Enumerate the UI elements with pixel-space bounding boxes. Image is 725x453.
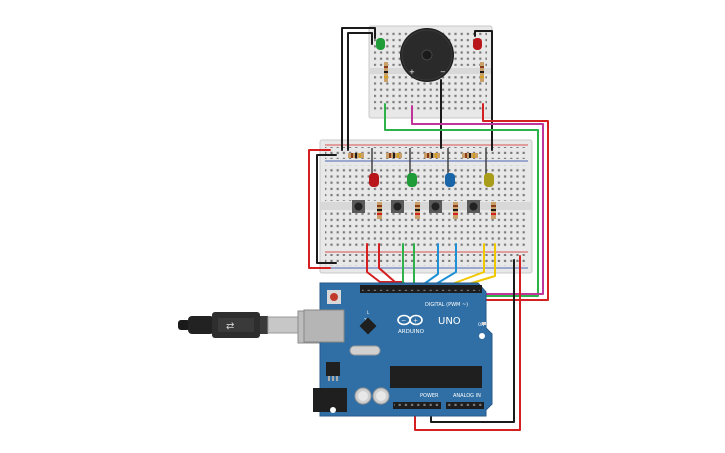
top-resistors — [348, 153, 478, 158]
svg-text:+: + — [413, 318, 418, 325]
black-wire-left-inner — [347, 32, 373, 151]
digital-header-label: DIGITAL (PWM ~) — [425, 302, 468, 308]
small-red-led — [473, 38, 482, 50]
usb-symbol-icon: ⇄ — [226, 321, 234, 332]
svg-text:−: − — [401, 318, 406, 325]
resistor-btn-4 — [491, 202, 496, 219]
usb-chip — [359, 317, 377, 335]
leds-main — [369, 173, 494, 187]
on-label: ON — [478, 322, 484, 327]
red-rail-jumper — [308, 149, 331, 269]
buzzer-plus-label: + — [409, 68, 415, 76]
led-leads — [371, 148, 487, 178]
buzzer-minus-label: − — [440, 68, 446, 76]
arduino-logo: − + — [397, 314, 423, 326]
small-green-led — [376, 38, 385, 50]
voltage-regulator — [326, 362, 340, 376]
resistor-top-2 — [386, 153, 402, 158]
microcontroller-chip — [390, 366, 482, 388]
l-label: L — [367, 310, 370, 315]
uno-label: UNO — [438, 316, 461, 327]
green-wire-small — [384, 103, 539, 297]
push-button-4 — [467, 200, 480, 213]
resistor-top-4 — [462, 153, 478, 158]
dc-jack — [313, 388, 347, 412]
led-red — [369, 173, 379, 187]
magenta-wire — [411, 105, 544, 295]
resistor-btn-2 — [415, 202, 420, 219]
push-button-2 — [391, 200, 404, 213]
black-wire-right — [474, 30, 493, 151]
led-blue — [445, 173, 455, 187]
black-rail-jumper — [316, 154, 337, 264]
crystal — [349, 345, 381, 356]
push-buttons — [352, 200, 480, 213]
analog-header-label: ANALOG IN — [453, 393, 481, 399]
red-power-wire — [414, 255, 521, 431]
led-yellow — [484, 173, 494, 187]
resistor-top-3 — [424, 153, 440, 158]
small-resistor-left — [384, 62, 388, 82]
small-resistor-right — [480, 62, 484, 82]
power-header-label: POWER — [420, 393, 439, 399]
arduino-uno: DIGITAL (PWM ~) − + UNO ARDUINO TX RX L … — [303, 282, 493, 417]
black-wire-left-outer — [341, 27, 376, 151]
resistor-btn-3 — [453, 202, 458, 219]
arduino-label: ARDUINO — [398, 329, 425, 335]
push-button-1 — [352, 200, 365, 213]
push-button-3 — [429, 200, 442, 213]
buzzer: + − — [400, 28, 454, 82]
resistor-top-1 — [348, 153, 364, 158]
led-green — [407, 173, 417, 187]
resistor-btn-1 — [377, 202, 382, 219]
button-resistors — [377, 202, 496, 219]
main-breadboard — [319, 139, 533, 274]
usb-port — [303, 309, 345, 343]
